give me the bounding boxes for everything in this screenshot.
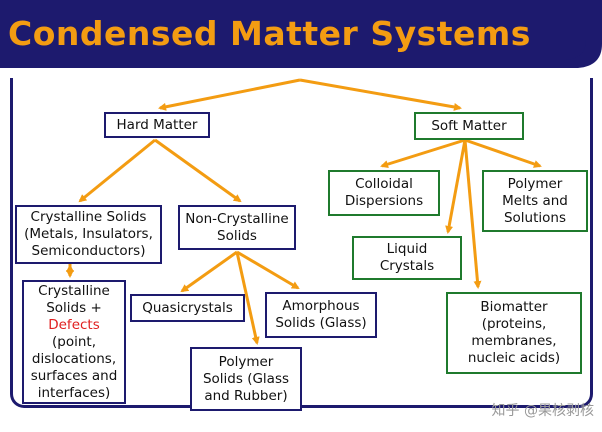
arrow-to-soft-matter <box>299 78 462 111</box>
arrow-to-biomatter <box>463 139 482 289</box>
arrow-to-crystalline <box>78 138 156 203</box>
arrow-to-liquid-crystals <box>445 139 467 234</box>
hard-matter-box: Hard Matter <box>104 112 210 138</box>
diagram-title: Condensed Matter Systems <box>8 14 531 53</box>
soft-matter-box: Soft Matter <box>414 112 524 140</box>
liquid-crystals-box: Liquid Crystals <box>352 236 462 280</box>
polymer-melts-box: Polymer Melts and Solutions <box>482 170 588 232</box>
watermark: 知乎 @果核剥核 <box>491 403 594 419</box>
title-banner: Condensed Matter Systems <box>0 0 602 80</box>
biomatter-box: Biomatter (proteins, membranes, nucleic … <box>446 292 582 374</box>
crystalline-solids-box: Crystalline Solids (Metals, Insulators, … <box>15 205 162 264</box>
defects-word: Defects <box>48 316 100 333</box>
banner-shape <box>0 0 602 68</box>
arrow-to-noncrystalline <box>154 138 242 203</box>
polymer-solids-box: Polymer Solids (Glass and Rubber) <box>190 347 302 411</box>
colloidal-dispersions-box: Colloidal Dispersions <box>328 170 440 216</box>
arrow-to-quasicrystals <box>180 250 238 293</box>
arrow-to-polymer-melts <box>464 138 542 168</box>
arrow-to-amorphous <box>236 250 300 290</box>
defects-box-bottom: (point, dislocations, surfaces and inter… <box>30 333 118 401</box>
defects-box-top: Crystalline Solids + <box>38 282 110 316</box>
defects-box: Crystalline Solids + Defects (point, dis… <box>22 280 126 404</box>
arrow-to-polymer-solids <box>235 251 260 345</box>
quasicrystals-box: Quasicrystals <box>130 294 245 322</box>
non-crystalline-solids-box: Non-Crystalline Solids <box>178 205 296 250</box>
arrow-to-colloidal <box>380 138 466 169</box>
amorphous-solids-box: Amorphous Solids (Glass) <box>265 292 377 338</box>
arrow-to-hard-matter <box>158 78 301 111</box>
